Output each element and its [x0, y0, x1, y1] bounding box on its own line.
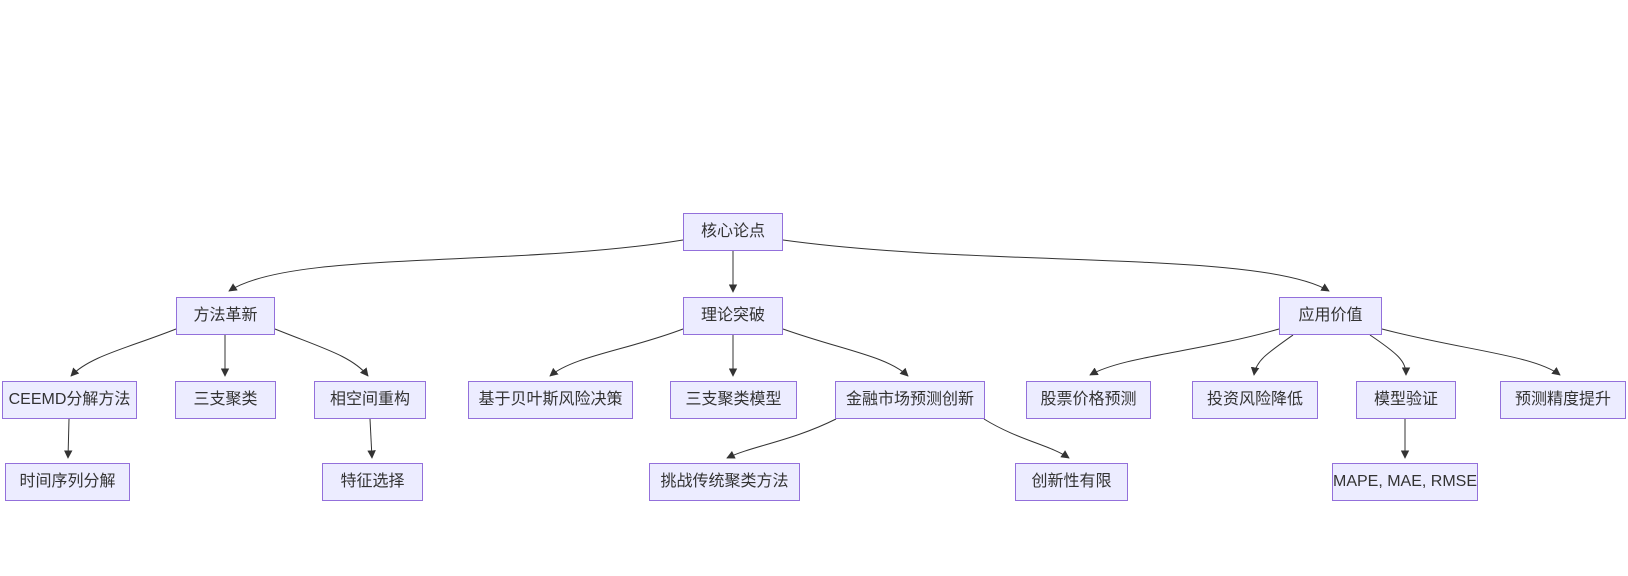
edge-application-to-stock: [1089, 328, 1280, 376]
node-method-innovation: 方法革新: [176, 297, 275, 335]
node-application-value: 应用价值: [1279, 297, 1382, 335]
node-time-series-decomposition: 时间序列分解: [5, 463, 130, 501]
edge-theory-to-bayes: [549, 328, 684, 377]
edge-application-to-validation: [1369, 334, 1411, 376]
edge-application-to-risk: [1250, 334, 1294, 376]
edge-core-to-method: [228, 239, 684, 292]
edge-method-to-ceemd: [70, 328, 177, 377]
node-prediction-accuracy-improvement: 预测精度提升: [1500, 381, 1626, 419]
edge-phase-to-feature: [367, 418, 376, 459]
node-limited-innovation: 创新性有限: [1015, 463, 1128, 501]
node-three-way-clustering-model: 三支聚类模型: [670, 381, 797, 419]
node-investment-risk-reduction: 投资风险降低: [1192, 381, 1318, 419]
edge-application-to-accuracy: [1381, 328, 1561, 376]
node-financial-market-prediction-innovation: 金融市场预测创新: [835, 381, 985, 419]
edge-fin-innovation-to-limited: [983, 418, 1070, 459]
node-challenge-traditional-clustering: 挑战传统聚类方法: [649, 463, 800, 501]
node-three-way-clustering: 三支聚类: [175, 381, 276, 419]
node-core-thesis: 核心论点: [683, 213, 783, 251]
node-model-validation: 模型验证: [1356, 381, 1456, 419]
node-feature-selection: 特征选择: [322, 463, 423, 501]
node-error-metrics: MAPE, MAE, RMSE: [1332, 463, 1478, 501]
edge-ceemd-to-ts-decomp: [63, 418, 73, 459]
node-stock-price-prediction: 股票价格预测: [1026, 381, 1151, 419]
edge-core-to-application: [782, 239, 1330, 292]
edge-method-to-phase: [274, 328, 369, 377]
node-ceemd-decomposition: CEEMD分解方法: [2, 381, 137, 419]
edge-fin-innovation-to-challenge: [726, 418, 837, 459]
edge-theory-to-fin-innovation: [782, 328, 909, 377]
node-phase-space-reconstruction: 相空间重构: [314, 381, 426, 419]
node-bayesian-risk-decision: 基于贝叶斯风险决策: [468, 381, 633, 419]
node-theory-breakthrough: 理论突破: [683, 297, 783, 335]
